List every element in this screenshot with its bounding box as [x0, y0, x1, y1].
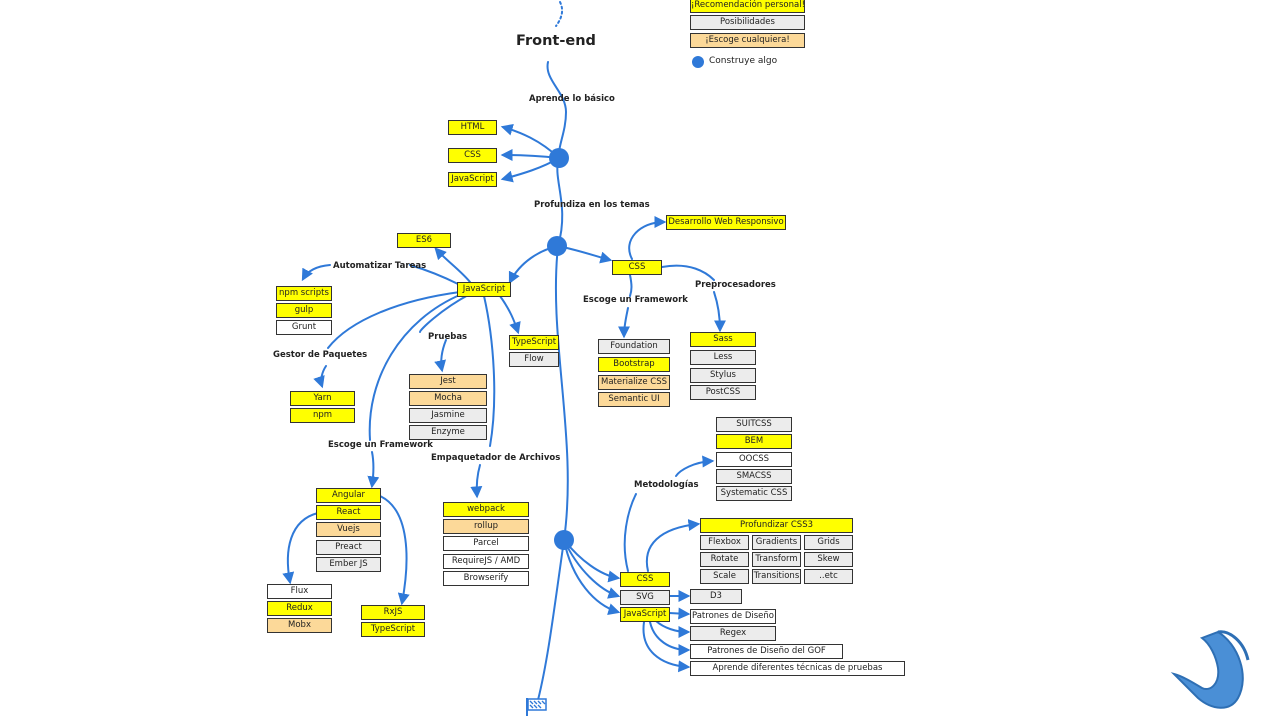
box-mobx: Mobx: [267, 618, 332, 633]
box-svg: SVG: [620, 590, 670, 605]
label-basics: Aprende lo básico: [529, 94, 615, 104]
box-mocha: Mocha: [409, 391, 487, 406]
box-materialize: Materialize CSS: [598, 375, 670, 390]
legend-build: Construye algo: [709, 56, 778, 66]
box-typescript: TypeScript: [509, 335, 559, 350]
milestone-node-3: [554, 530, 574, 550]
box-patterns: Patrones de Diseño: [690, 609, 776, 624]
label-methodologies: Metodologías: [634, 480, 699, 490]
box-etc: ..etc: [804, 569, 853, 584]
legend-possibilities: Posibilidades: [690, 15, 805, 30]
box-js-basic: JavaScript: [448, 172, 497, 187]
box-flux: Flux: [267, 584, 332, 599]
box-flexbox: Flexbox: [700, 535, 749, 550]
label-deep: Profundiza en los temas: [534, 200, 650, 210]
label-tests: Pruebas: [428, 332, 468, 342]
box-foundation: Foundation: [598, 339, 670, 354]
box-css3: Profundizar CSS3: [700, 518, 853, 533]
box-testing: Aprende diferentes técnicas de pruebas: [690, 661, 905, 676]
box-yarn: Yarn: [290, 391, 355, 406]
box-semantic: Semantic UI: [598, 392, 670, 407]
box-less: Less: [690, 350, 756, 365]
box-parcel: Parcel: [443, 536, 529, 551]
box-ember: Ember JS: [316, 557, 381, 572]
box-css-basic: CSS: [448, 148, 497, 163]
box-browserify: Browserify: [443, 571, 529, 586]
box-grunt: Grunt: [276, 320, 332, 335]
box-react: React: [316, 505, 381, 520]
finish-flag-icon: [526, 698, 547, 716]
label-packages: Gestor de Paquetes: [273, 350, 368, 360]
box-oocss: OOCSS: [716, 452, 792, 467]
box-webpack: webpack: [443, 502, 529, 517]
box-smacss: SMACSS: [716, 469, 792, 484]
box-es6: ES6: [397, 233, 451, 248]
box-enzyme: Enzyme: [409, 425, 487, 440]
label-js-framework: Escoge un Framework: [328, 440, 433, 450]
box-npm-scripts: npm scripts: [276, 286, 332, 301]
box-bem: BEM: [716, 434, 792, 449]
box-html: HTML: [448, 120, 497, 135]
legend-recommendation: ¡Recomendación personal!: [690, 0, 805, 13]
box-jasmine: Jasmine: [409, 408, 487, 423]
box-systematic: Systematic CSS: [716, 486, 792, 501]
box-rxjs: RxJS: [361, 605, 425, 620]
box-gof: Patrones de Diseño del GOF: [690, 644, 843, 659]
box-grids: Grids: [804, 535, 853, 550]
legend-build-dot: [692, 56, 704, 68]
box-vuejs: Vuejs: [316, 522, 381, 537]
box-rollup: rollup: [443, 519, 529, 534]
box-jest: Jest: [409, 374, 487, 389]
box-rotate: Rotate: [700, 552, 749, 567]
box-scale: Scale: [700, 569, 749, 584]
box-responsive: Desarrollo Web Responsivo: [666, 215, 786, 230]
milestone-node-2: [547, 236, 567, 256]
page-title: Front-end: [516, 33, 596, 49]
label-bundler: Empaquetador de Archivos: [431, 453, 561, 463]
box-sass: Sass: [690, 332, 756, 347]
box-transitions: Transitions: [752, 569, 801, 584]
label-css-framework: Escoge un Framework: [583, 295, 688, 305]
box-redux: Redux: [267, 601, 332, 616]
box-css-adv: CSS: [620, 572, 670, 587]
box-stylus: Stylus: [690, 368, 756, 383]
box-javascript: JavaScript: [457, 282, 511, 297]
box-requirejs: RequireJS / AMD: [443, 554, 529, 569]
label-preprocessors: Preprocesadores: [695, 280, 776, 290]
brand-logo-icon: [1170, 630, 1250, 709]
box-typescript-2: TypeScript: [361, 622, 425, 637]
box-regex: Regex: [690, 626, 776, 641]
box-angular: Angular: [316, 488, 381, 503]
box-css-mid: CSS: [612, 260, 662, 275]
box-preact: Preact: [316, 540, 381, 555]
label-automate: Automatizar Tareas: [333, 261, 427, 271]
box-transform: Transform: [752, 552, 801, 567]
box-flow: Flow: [509, 352, 559, 367]
box-postcss: PostCSS: [690, 385, 756, 400]
box-d3: D3: [690, 589, 742, 604]
box-js-adv: JavaScript: [620, 607, 670, 622]
box-skew: Skew: [804, 552, 853, 567]
box-npm: npm: [290, 408, 355, 423]
box-gulp: gulp: [276, 303, 332, 318]
box-suitcss: SUITCSS: [716, 417, 792, 432]
legend-any: ¡Escoge cualquiera!: [690, 33, 805, 48]
milestone-node-1: [549, 148, 569, 168]
box-gradients: Gradients: [752, 535, 801, 550]
box-bootstrap: Bootstrap: [598, 357, 670, 372]
